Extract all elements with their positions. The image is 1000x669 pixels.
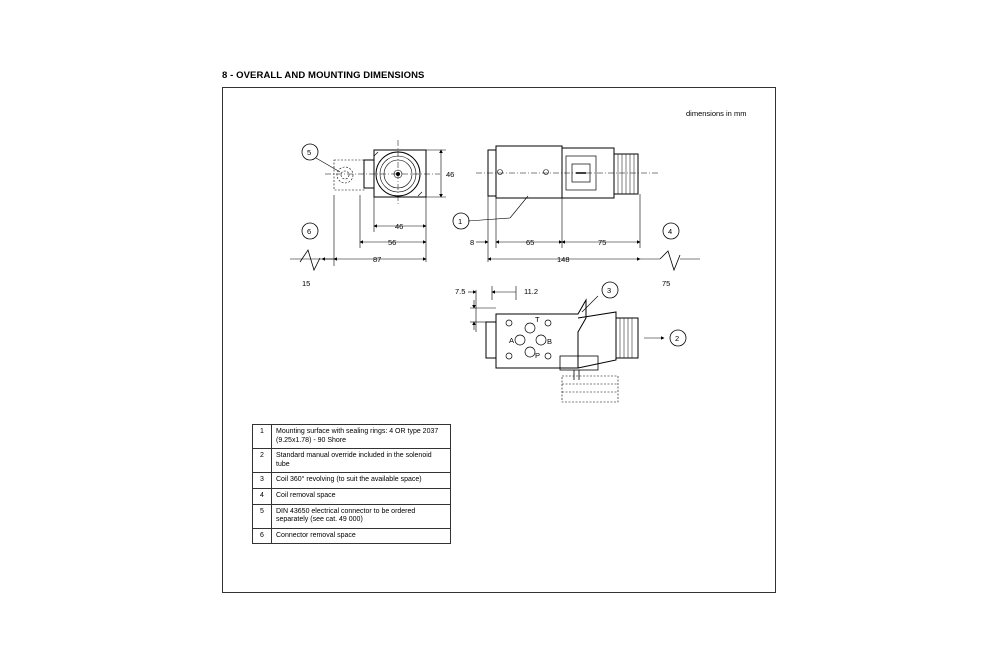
table-row: 3 Coil 360° revolving (to suit the avail…	[252, 472, 451, 489]
side-view	[476, 145, 660, 199]
dim-side-overall: 148	[557, 255, 570, 264]
mounting-view	[485, 298, 665, 403]
table-row: 5 DIN 43650 electrical connector to be o…	[252, 503, 451, 529]
dim-coil-removal: 75	[662, 279, 670, 288]
port-label-b: B	[547, 337, 552, 346]
dim-side-offset: 8	[470, 238, 474, 247]
callout-2-label: 2	[675, 334, 679, 343]
side-dimensions	[467, 194, 700, 272]
legend-text: Mounting surface with sealing rings: 4 O…	[271, 423, 451, 450]
legend-num: 6	[252, 527, 272, 545]
connector-front-dashed	[333, 159, 365, 191]
override-knob-bottom	[615, 317, 639, 359]
bottom-dimensions	[468, 286, 599, 332]
callout-5-circle	[301, 143, 319, 161]
legend-num: 3	[252, 472, 272, 489]
front-view	[325, 140, 440, 205]
dim-bottom-b: 11.2	[524, 287, 538, 296]
legend-num: 5	[252, 503, 272, 529]
legend-text: Connector removal space	[271, 527, 451, 545]
connector-bottom-dashed	[561, 375, 619, 403]
front-dimensions	[290, 149, 446, 272]
callout-1-label: 1	[458, 217, 462, 226]
port-label-p: P	[535, 351, 540, 360]
drawing-frame	[222, 87, 776, 593]
legend-num: 1	[252, 423, 272, 450]
dim-front-overall: 87	[373, 255, 381, 264]
dim-bottom-a: 7.5	[455, 287, 465, 296]
callout-3-circle	[601, 281, 619, 299]
callout-4-label: 4	[668, 227, 672, 236]
front-body-outline	[373, 149, 427, 198]
dim-side-coil: 75	[598, 238, 606, 247]
section-title: 8 - OVERALL AND MOUNTING DIMENSIONS	[222, 70, 425, 81]
legend-num: 2	[252, 448, 272, 474]
dim-front-height: 46	[446, 170, 454, 179]
callout-2-circle	[669, 329, 687, 347]
port-label-t: T	[535, 315, 540, 324]
units-note: dimensions in mm	[686, 109, 747, 118]
callout-4-circle	[662, 222, 680, 240]
callout-6-circle	[301, 222, 319, 240]
port-label-a: A	[509, 336, 514, 345]
callout-5-label: 5	[307, 148, 311, 157]
legend-num: 4	[252, 487, 272, 505]
table-row: 6 Connector removal space	[252, 527, 451, 545]
legend-text: Standard manual override included in the…	[271, 448, 451, 474]
dim-front-connector: 56	[388, 238, 396, 247]
legend-text: Coil 360° revolving (to suit the availab…	[271, 472, 451, 489]
legend-text: Coil removal space	[271, 487, 451, 505]
dim-front-width: 46	[395, 222, 403, 231]
valve-body-side	[495, 145, 563, 199]
dim-side-body: 65	[526, 238, 534, 247]
table-row: 4 Coil removal space	[252, 487, 451, 505]
dim-connector-removal: 15	[302, 279, 310, 288]
table-row: 2 Standard manual override included in t…	[252, 448, 451, 474]
callout-3-label: 3	[607, 286, 611, 295]
legend-table: 1 Mounting surface with sealing rings: 4…	[252, 423, 451, 545]
table-row: 1 Mounting surface with sealing rings: 4…	[252, 423, 451, 450]
callout-1-circle	[452, 212, 470, 230]
callout-6-label: 6	[307, 227, 311, 236]
legend-text: DIN 43650 electrical connector to be ord…	[271, 503, 451, 529]
